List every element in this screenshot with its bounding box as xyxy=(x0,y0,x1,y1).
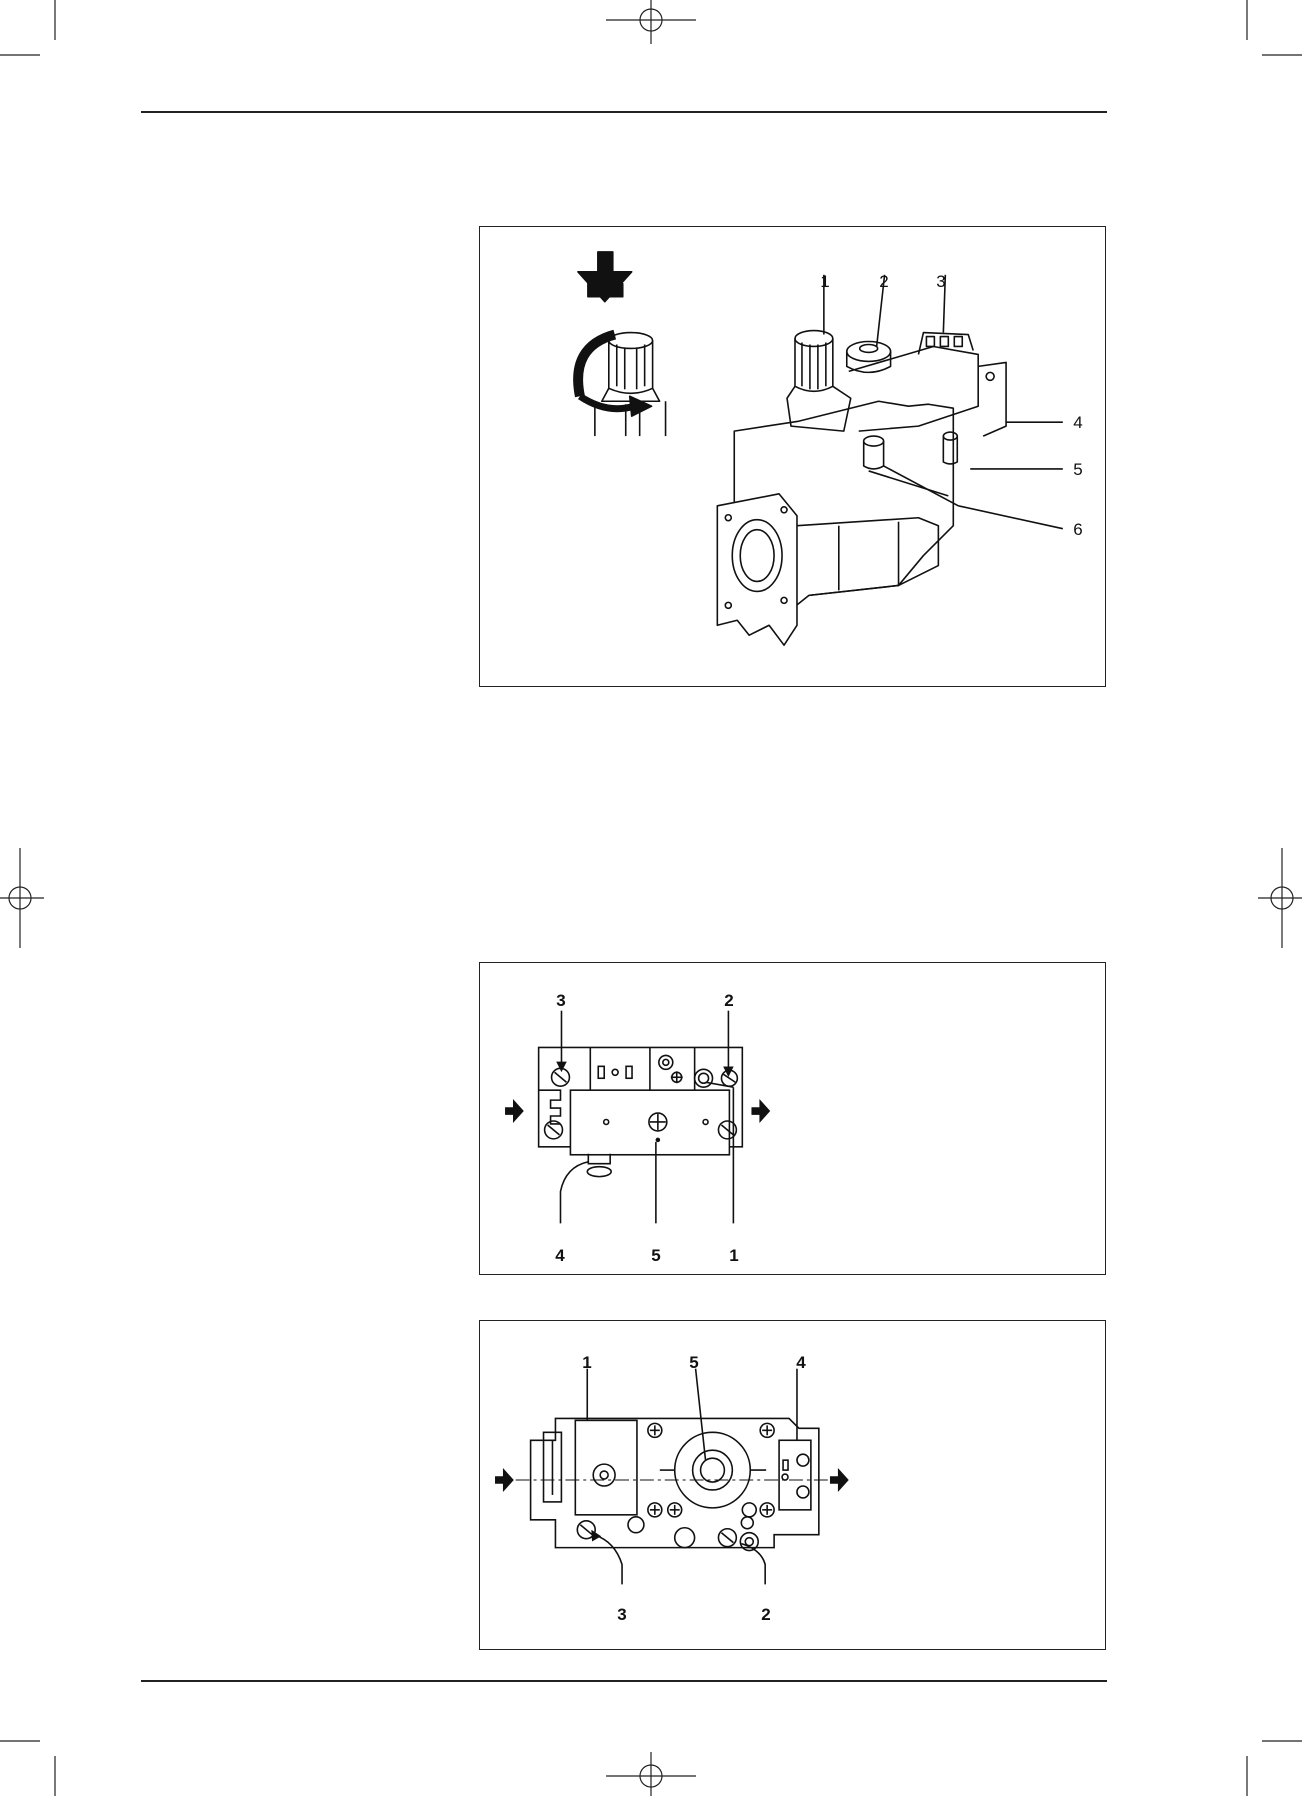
callout-label: 3 xyxy=(617,1606,626,1623)
header-rule xyxy=(141,111,1107,113)
figure-valve-side-view: 3 2 4 5 1 xyxy=(479,962,1106,1275)
callout-label: 1 xyxy=(729,1247,738,1264)
callout-label: 4 xyxy=(1073,414,1082,431)
callout-label: 4 xyxy=(796,1354,805,1371)
callout-label: 4 xyxy=(555,1247,564,1264)
figure-gas-valve-perspective: 1 2 3 4 5 6 xyxy=(479,226,1106,687)
callout-label: 2 xyxy=(724,992,733,1009)
callout-label: 6 xyxy=(1073,521,1082,538)
callout-label: 3 xyxy=(936,273,945,290)
figure-valve-top-view: 1 5 4 3 2 xyxy=(479,1320,1106,1650)
callout-label: 1 xyxy=(820,273,829,290)
callout-label: 5 xyxy=(1073,461,1082,478)
callout-label: 1 xyxy=(582,1354,591,1371)
callout-label: 5 xyxy=(689,1354,698,1371)
callout-label: 5 xyxy=(651,1247,660,1264)
callout-label: 2 xyxy=(879,273,888,290)
footer-rule xyxy=(141,1680,1107,1682)
gas-valve-perspective-drawing xyxy=(480,227,1105,686)
callout-label: 2 xyxy=(761,1606,770,1623)
callout-label: 3 xyxy=(556,992,565,1009)
valve-side-view-drawing xyxy=(480,963,1105,1274)
valve-top-view-drawing xyxy=(480,1321,1105,1649)
